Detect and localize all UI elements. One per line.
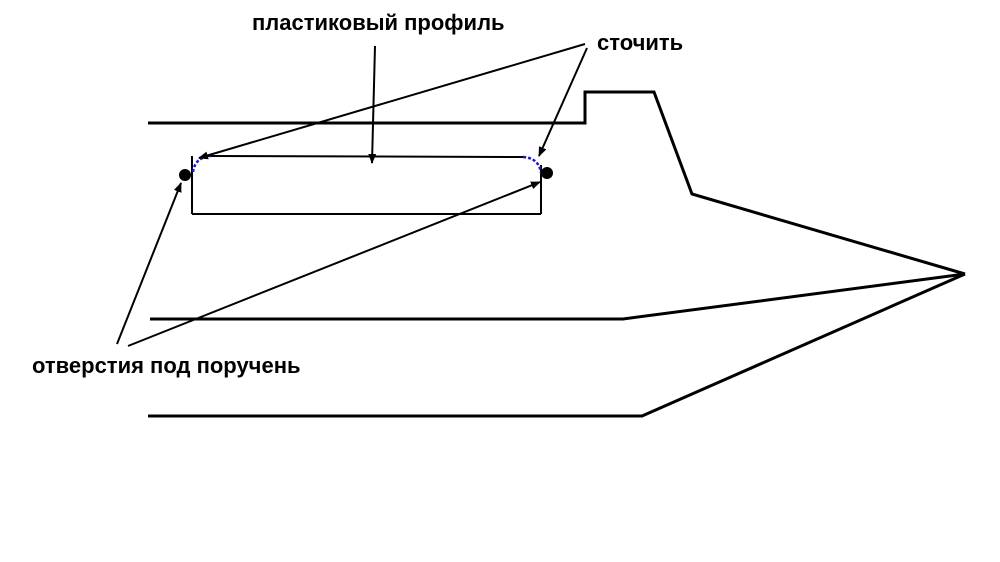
label-handrail-holes: отверстия под поручень [32,353,301,378]
leader-arrows [116,43,588,347]
arrow-hole-right [127,181,541,347]
arrow-grind-left [198,43,586,160]
handrail-hole-right [541,167,553,179]
arrow-grind-right [538,47,588,157]
grind-corner-left [191,154,212,173]
plastic-profile-shape [191,155,542,215]
grind-corner-right [522,155,543,174]
arrow-hole-left [116,182,182,345]
label-plastic-profile: пластиковый профиль [252,10,505,35]
label-grind-off: сточить [597,30,684,55]
grind-corners [191,154,543,174]
hull-outline [148,90,966,418]
middle-hull-line [150,272,966,321]
deck-line [148,90,966,276]
arrow-profile [368,45,377,164]
bottom-hull-line [148,272,966,418]
handrail-hole-left [179,169,191,181]
